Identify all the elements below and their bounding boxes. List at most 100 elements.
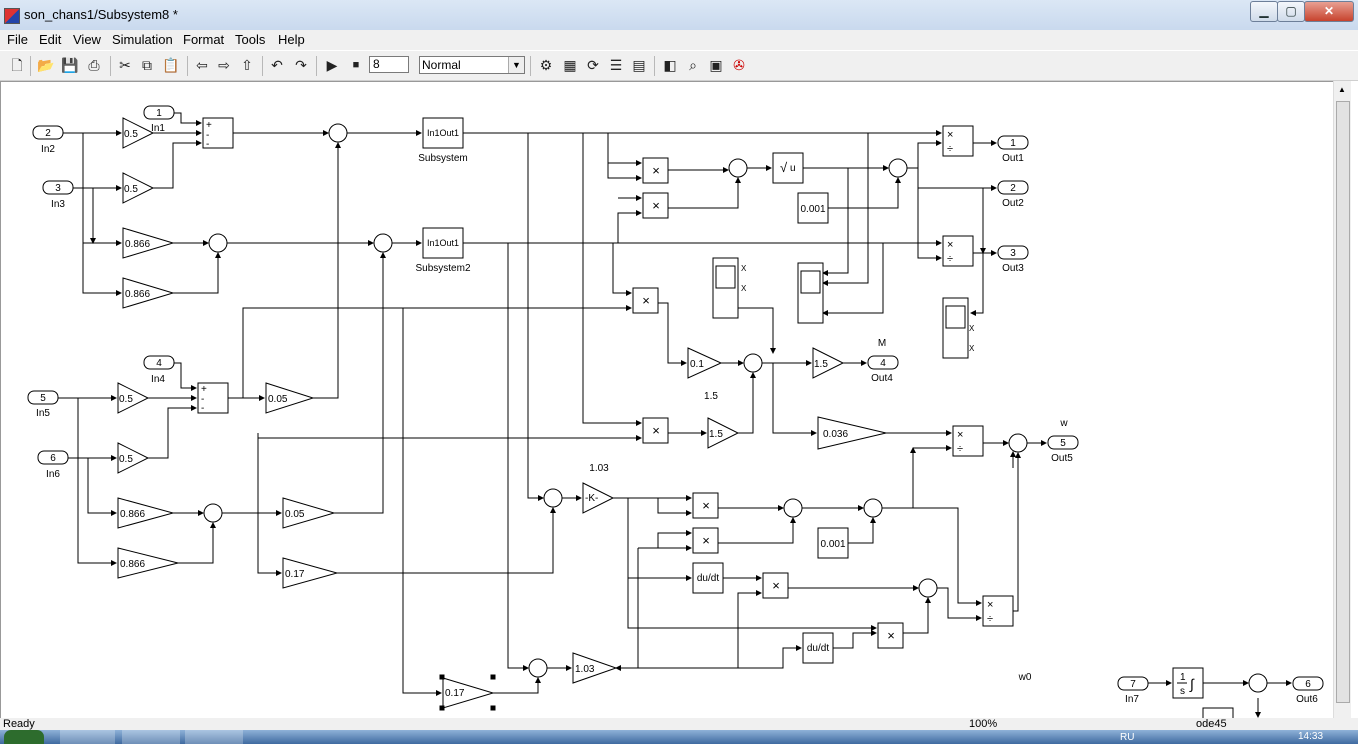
signal-line[interactable] xyxy=(822,243,884,316)
signal-line[interactable] xyxy=(82,133,122,296)
inport-in2[interactable]: 2 In2 xyxy=(32,125,64,155)
update-icon[interactable]: ▦ xyxy=(563,57,577,73)
signal-line[interactable] xyxy=(87,458,117,516)
gain-block[interactable]: 1.03 xyxy=(572,652,618,684)
signal-line[interactable] xyxy=(937,587,982,621)
gain-block[interactable]: 0.17 xyxy=(282,557,339,589)
signal-line[interactable] xyxy=(153,140,202,189)
config-icon[interactable]: ▣ xyxy=(709,57,723,73)
signal-line[interactable] xyxy=(612,243,632,296)
simulation-mode-select[interactable]: Normal▼ xyxy=(419,56,525,74)
debug-icon[interactable]: ✇ xyxy=(733,57,745,73)
find-icon[interactable]: ⌕ xyxy=(689,57,697,73)
gain-block[interactable]: 0.5 xyxy=(117,382,150,414)
signal-line[interactable] xyxy=(627,498,877,631)
taskbar-skype-icon[interactable] xyxy=(122,730,180,744)
play-icon[interactable]: ▶ xyxy=(326,57,338,73)
signal-line[interactable] xyxy=(173,252,221,294)
build-icon[interactable]: ⚙ xyxy=(539,57,553,73)
signal-line[interactable] xyxy=(616,645,802,669)
scope-block[interactable]: XX xyxy=(942,297,975,359)
divide-blocks[interactable] xyxy=(942,125,1014,627)
gain-block[interactable]: 0.866 xyxy=(117,497,175,529)
inport-in1[interactable]: 1 In1 xyxy=(143,105,175,134)
signal-line[interactable] xyxy=(828,177,901,209)
gain-block[interactable]: 1.5 xyxy=(812,347,845,379)
cut-icon[interactable]: ✂ xyxy=(119,57,131,73)
signal-line[interactable] xyxy=(174,112,202,126)
model-browser-icon[interactable]: ◧ xyxy=(663,57,677,73)
signal-line[interactable] xyxy=(917,168,942,261)
menu-edit[interactable]: Edit xyxy=(39,32,62,47)
constant-block[interactable]: 0.001 xyxy=(817,527,849,559)
product-blocks[interactable] xyxy=(632,157,904,649)
start-button-icon[interactable] xyxy=(4,730,44,744)
signal-line[interactable] xyxy=(402,308,442,696)
sum-rect-block[interactable]: +-- xyxy=(197,382,229,414)
sum-rect-block[interactable]: +-- xyxy=(202,117,234,150)
sum-blocks[interactable] xyxy=(203,123,1268,693)
signal-line[interactable] xyxy=(738,307,776,354)
derivative-block[interactable]: du/dt xyxy=(802,632,834,664)
inport-in7[interactable]: 7 In7 xyxy=(1117,676,1149,705)
signal-line[interactable] xyxy=(607,133,642,181)
inport-in3[interactable]: 3 In3 xyxy=(42,180,74,210)
stop-icon[interactable]: ■ xyxy=(352,59,360,71)
signal-line[interactable] xyxy=(257,433,282,576)
signal-line[interactable] xyxy=(903,597,931,634)
signal-line[interactable] xyxy=(882,507,982,606)
signal-line[interactable] xyxy=(334,252,386,514)
signal-line[interactable] xyxy=(174,362,197,391)
taskbar-word-icon[interactable] xyxy=(185,730,243,744)
signal-line[interactable] xyxy=(337,507,556,574)
save-icon[interactable]: 💾 xyxy=(61,57,79,73)
menu-format[interactable]: Format xyxy=(183,32,225,47)
scroll-up-icon[interactable]: ▲ xyxy=(1338,85,1346,94)
model-canvas[interactable]: 1 In1 2 In2 3 In3 4 In4 5 In5 6 In6 7 In… xyxy=(0,81,1334,720)
gain-block[interactable]: 0.5 xyxy=(122,172,155,204)
menu-help[interactable]: Help xyxy=(278,32,305,47)
scope-block[interactable] xyxy=(797,262,824,324)
signal-line[interactable] xyxy=(617,210,642,243)
sqrt-block[interactable]: √u xyxy=(772,152,804,184)
outport-out2[interactable]: 2 Out2 xyxy=(997,180,1029,209)
stop-time-input[interactable]: 8 xyxy=(369,56,409,73)
signal-line[interactable] xyxy=(507,243,529,671)
signal-line[interactable] xyxy=(527,133,544,501)
menu-simulation[interactable]: Simulation xyxy=(112,32,173,47)
signal-line[interactable] xyxy=(772,363,817,436)
outport-out6[interactable]: 6 Out6 xyxy=(1292,676,1324,705)
maximize-button[interactable]: ▢ xyxy=(1277,1,1305,22)
signal-line[interactable] xyxy=(737,590,762,668)
gain-block[interactable]: 0.866 xyxy=(117,547,179,579)
signal-line[interactable] xyxy=(313,142,341,399)
open-icon[interactable]: 📂 xyxy=(37,57,55,73)
signal-line[interactable] xyxy=(615,548,639,671)
copy-icon[interactable]: ⧉ xyxy=(142,57,152,73)
library-icon[interactable]: ☰ xyxy=(609,57,623,73)
derivative-block[interactable]: du/dt xyxy=(692,562,724,594)
forward-icon[interactable]: ⇨ xyxy=(218,57,230,73)
signal-line[interactable] xyxy=(178,522,216,564)
signal-line[interactable] xyxy=(718,517,796,544)
gain-block[interactable]: 0.866 xyxy=(122,277,175,309)
new-icon[interactable]: 🗋 xyxy=(11,57,23,73)
gain-block[interactable]: 0.05 xyxy=(282,497,336,529)
gain-block[interactable]: 0.05 xyxy=(265,382,315,414)
back-icon[interactable]: ⇦ xyxy=(196,57,208,73)
undo-icon[interactable]: ↶ xyxy=(271,57,283,73)
outport-out5[interactable]: 5 Out5 xyxy=(1047,435,1079,464)
scroll-thumb[interactable] xyxy=(1336,101,1350,703)
explorer-icon[interactable]: ▤ xyxy=(632,57,646,73)
menu-tools[interactable]: Tools xyxy=(235,32,266,47)
signal-line[interactable] xyxy=(1013,452,1021,612)
outport-out3[interactable]: 3 Out3 xyxy=(997,245,1029,274)
gain-block[interactable]: 0.1 xyxy=(687,347,723,379)
redo-icon[interactable]: ↷ xyxy=(295,57,307,73)
signal-line[interactable] xyxy=(738,372,756,434)
signal-line[interactable] xyxy=(822,168,849,276)
inport-in4[interactable]: 4 In4 xyxy=(143,355,175,385)
taskbar-matlab-icon[interactable] xyxy=(60,730,115,744)
